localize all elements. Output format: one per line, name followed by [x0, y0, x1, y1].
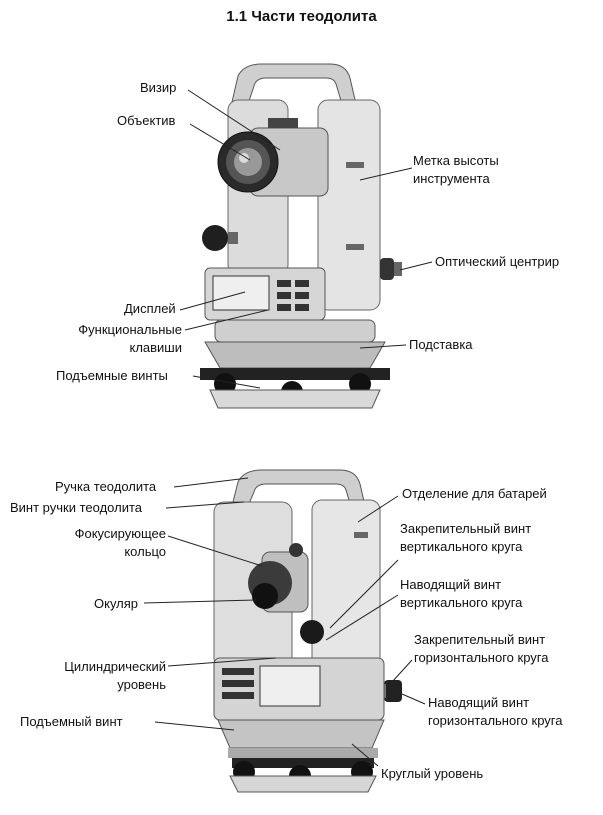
label-height-mark-line2: инструмента: [413, 171, 490, 186]
theodolite-front-view: [200, 63, 402, 409]
label-cyl-level-line1: Цилиндрический: [64, 659, 166, 674]
label-battery: Отделение для батарей: [402, 486, 547, 501]
label-tribrach: Подставка: [409, 337, 473, 352]
label-handle-screw: Винт ручки теодолита: [10, 500, 142, 515]
label-circular-level: Круглый уровень: [381, 766, 484, 781]
label-display: Дисплей: [124, 301, 176, 316]
label-v-tangent-line1: Наводящий винт: [400, 577, 502, 592]
figure1-leader-lines: [179, 89, 433, 389]
label-h-tangent-line2: горизонтального круга: [428, 713, 563, 728]
label-v-clamp-line2: вертикального круга: [400, 539, 523, 554]
label-h-tangent-line1: Наводящий винт: [428, 695, 530, 710]
label-cyl-level-line2: уровень: [117, 677, 166, 692]
label-function-keys-line2: клавиши: [129, 340, 182, 355]
label-leveling-screw: Подъемный винт: [20, 714, 123, 729]
label-vizir: Визир: [140, 80, 177, 95]
theodolite-rear-view: [213, 469, 402, 793]
label-leveling-screws: Подъемные винты: [56, 368, 168, 383]
label-focus-ring-line1: Фокусирующее: [74, 526, 166, 541]
label-eyepiece: Окуляр: [94, 596, 139, 611]
figure2-leader-lines: [143, 477, 426, 767]
label-function-keys-line1: Функциональные: [78, 322, 182, 337]
label-h-clamp-line2: горизонтального круга: [414, 650, 549, 665]
label-optical-plummet: Оптический центрир: [435, 254, 560, 269]
label-height-mark-line1: Метка высоты: [413, 153, 499, 168]
label-v-clamp-line1: Закрепительный винт: [400, 521, 532, 536]
page-title: 1.1 Части теодолита: [226, 8, 377, 25]
label-focus-ring-line2: кольцо: [124, 544, 166, 559]
label-objective: Объектив: [117, 113, 176, 128]
label-v-tangent-line2: вертикального круга: [400, 595, 523, 610]
label-handle: Ручка теодолита: [55, 479, 157, 494]
label-h-clamp-line1: Закрепительный винт: [414, 632, 546, 647]
